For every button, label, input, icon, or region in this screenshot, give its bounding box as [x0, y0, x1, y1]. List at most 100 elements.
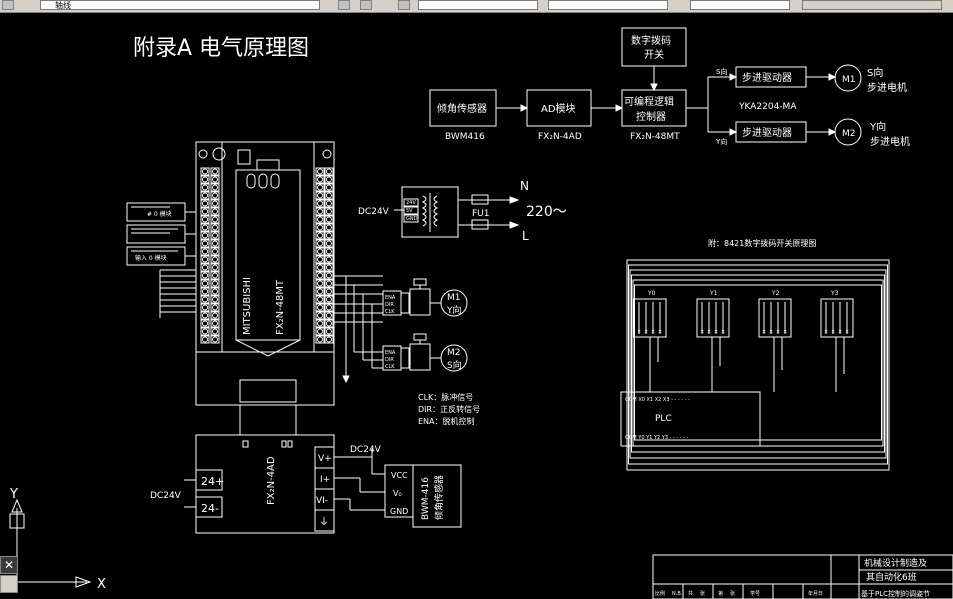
terminal-right — [324, 303, 334, 312]
terminal-left — [200, 263, 210, 272]
plc-model: FX₂N-48MT — [630, 132, 680, 142]
terminal-screw — [212, 312, 218, 319]
bcd-wires — [626, 259, 890, 471]
terminal-screw — [212, 176, 218, 183]
terminal-screw — [317, 320, 323, 327]
bcd-switch-mark: × — [721, 329, 725, 335]
terminal-left — [200, 215, 210, 224]
sensor-pin-vcc: VCC — [391, 471, 408, 480]
y-direction-label: Y向 — [715, 137, 727, 146]
terminal-screw — [202, 336, 208, 343]
sensor-name-2: 倾角传感器 — [433, 475, 445, 520]
dc24v-label-left: DC24V — [150, 491, 182, 501]
power-l: L — [522, 229, 529, 243]
terminal-left — [210, 183, 220, 192]
terminal-left — [210, 311, 220, 320]
terminal-left — [200, 271, 210, 280]
tb-cell-date: 年月日 — [808, 590, 823, 597]
bcd-switch-mark: × — [637, 329, 641, 335]
terminal-screw — [212, 296, 218, 303]
terminal-screw — [326, 312, 332, 319]
terminal-screw — [202, 176, 208, 183]
terminal-screw — [202, 264, 208, 271]
motor-m1-id: M1 — [447, 293, 461, 303]
linetype-dropdown[interactable] — [548, 0, 668, 10]
bcd-switch-mark: × — [714, 329, 718, 335]
ad-model: FX₂N-4AD — [538, 132, 582, 142]
terminal-screw — [326, 320, 332, 327]
ad-vi: VI- — [316, 496, 328, 506]
bcd-loop — [628, 264, 888, 465]
close-icon[interactable]: ✕ — [0, 556, 18, 574]
title-line-2: 其自动化6班 — [866, 571, 917, 583]
terminal-right — [324, 239, 334, 248]
terminal-right — [315, 335, 325, 344]
terminal-left — [210, 295, 220, 304]
terminal-screw — [317, 328, 323, 335]
terminal-right — [315, 239, 325, 248]
terminal-left — [200, 311, 210, 320]
block-chain — [429, 27, 862, 146]
terminal-right — [315, 183, 325, 192]
drawing-title: 附录A 电气原理图 — [133, 36, 309, 61]
terminal-screw — [326, 280, 332, 287]
terminal-right — [315, 215, 325, 224]
terminal-right — [324, 279, 334, 288]
tb-cell-sheet2: 张 — [730, 590, 735, 597]
terminal-screw — [317, 192, 323, 199]
terminal-left — [210, 207, 220, 216]
terminal-screw — [202, 288, 208, 295]
terminal-screw — [326, 272, 332, 279]
terminal-left — [200, 199, 210, 208]
terminal-right — [324, 199, 334, 208]
terminal-screw — [202, 328, 208, 335]
layer-state-button[interactable] — [338, 0, 350, 10]
switch-label-2: 开关 — [644, 48, 664, 61]
terminal-screw — [202, 272, 208, 279]
plc-brand: MITSUBISHI — [242, 277, 253, 335]
terminal-screw — [326, 304, 332, 311]
plotstyle-dropdown[interactable] — [802, 0, 942, 10]
terminal-left — [200, 231, 210, 240]
terminal-right — [324, 295, 334, 304]
motor-m1-type: 步进电机 — [867, 81, 907, 94]
layer-prev-button[interactable] — [360, 0, 372, 10]
tb-cell-no: 第 — [718, 590, 723, 597]
terminal-screw — [317, 256, 323, 263]
motor-m2-dir: Y向 — [869, 120, 886, 133]
terminal-right — [315, 319, 325, 328]
tx-pin-24v: 24V — [406, 200, 416, 206]
terminal-left — [200, 255, 210, 264]
color-button[interactable] — [398, 0, 410, 10]
motor-m1-dir-text: Y向 — [446, 304, 462, 316]
bcd-switch-mark: × — [700, 329, 704, 335]
lineweight-dropdown[interactable] — [690, 0, 790, 10]
motor-m2-type: 步进电机 — [870, 135, 910, 148]
bcd-title: 附：8421数字拨码开关原理图 — [708, 238, 816, 248]
terminal-screw — [212, 280, 218, 287]
drawing-canvas[interactable]: 附录A 电气原理图 数字拨码 开关 倾角传感器 BWM416 AD模块 FX₂N… — [0, 12, 953, 599]
terminal-right — [315, 247, 325, 256]
bcd-loop — [631, 274, 885, 453]
layer-dropdown[interactable]: 轴线 — [40, 0, 320, 10]
toolbar-button[interactable] — [2, 0, 14, 10]
bcd-loop — [634, 284, 882, 441]
terminal-left — [210, 215, 220, 224]
terminal-screw — [212, 216, 218, 223]
fuse-label: FU1 — [472, 209, 490, 219]
terminal-screw — [326, 232, 332, 239]
motor-m1-dir: S向 — [867, 66, 883, 79]
terminal-screw — [202, 240, 208, 247]
color-dropdown[interactable] — [418, 0, 538, 10]
terminal-left — [200, 167, 210, 176]
bcd-switch-mark: × — [824, 329, 828, 335]
terminal-right — [324, 311, 334, 320]
terminal-screw — [202, 168, 208, 175]
bcd-switch-mark: × — [762, 329, 766, 335]
terminal-left — [200, 207, 210, 216]
ground-icon: ⏚ — [319, 516, 329, 528]
terminal-screw — [212, 248, 218, 255]
terminal-screw — [326, 248, 332, 255]
palette-icon[interactable] — [0, 575, 18, 593]
terminal-screw — [317, 248, 323, 255]
